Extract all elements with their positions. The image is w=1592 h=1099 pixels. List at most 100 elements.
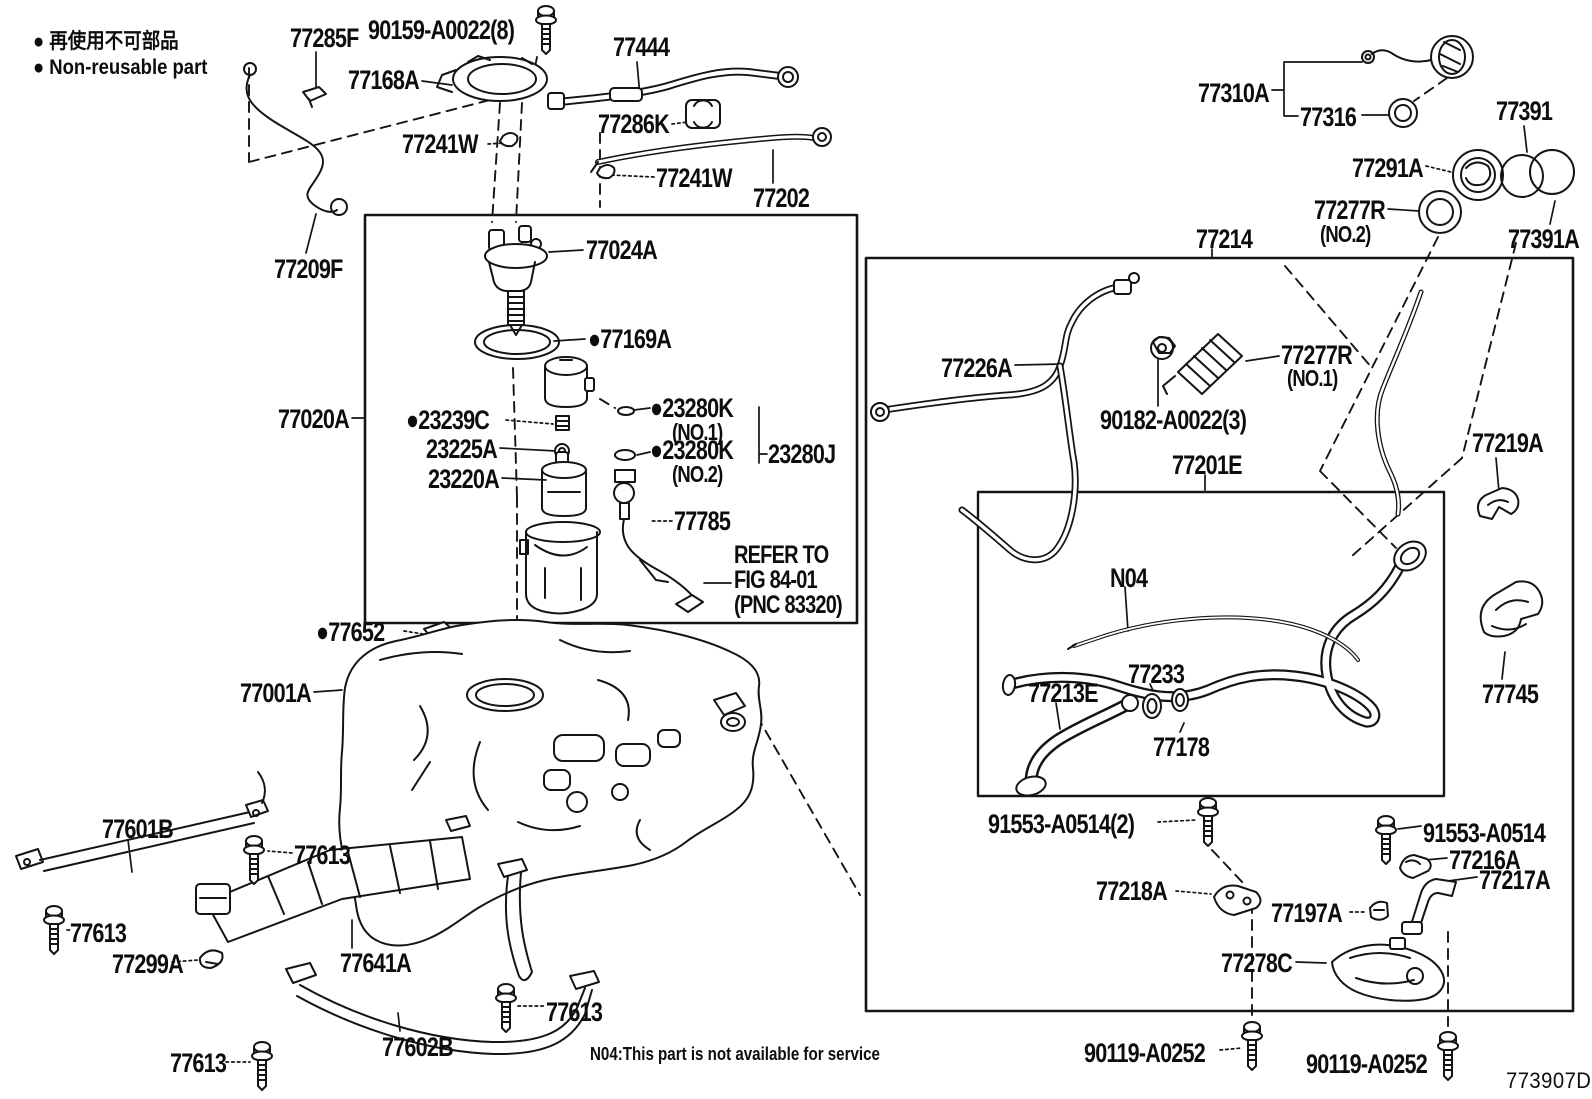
fuel-filter-body	[544, 356, 595, 408]
label-77178: 77178	[1153, 732, 1210, 762]
label-77020A: 77020A	[278, 404, 350, 434]
label-91553-A0514: 91553-A0514	[1423, 818, 1546, 848]
clips-77241w	[499, 132, 616, 180]
nut-90182-icon	[1150, 336, 1176, 360]
leader-lines	[127, 51, 1556, 1032]
orings-23280k	[614, 406, 636, 461]
label-refer-1: REFER TO	[734, 541, 829, 569]
label-77310A: 77310A	[1198, 78, 1270, 108]
ring-77233	[1142, 693, 1162, 719]
label-77285F: 77285F	[290, 23, 359, 53]
label-77209F: 77209F	[274, 254, 343, 284]
label-77278C: 77278C	[1221, 948, 1293, 978]
label-77641A: 77641A	[340, 948, 412, 978]
fuel-cap-77310a	[1361, 35, 1474, 79]
label-77169A: ●77169A	[588, 324, 672, 354]
label-77233: 77233	[1128, 659, 1185, 689]
breather-tube-77209f	[243, 62, 348, 216]
label-77277R-2: 77277R	[1314, 195, 1386, 225]
reservoir-cup	[519, 521, 601, 615]
label-23280K-2: ●23280K	[650, 435, 734, 465]
label-77291A: 77291A	[1352, 153, 1424, 183]
label-77218A: 77218A	[1096, 876, 1168, 906]
strap-77601b	[15, 771, 269, 872]
label-77202: 77202	[753, 183, 810, 213]
protector-77278c	[1331, 937, 1445, 1002]
label-77316: 77316	[1300, 102, 1357, 132]
label-23239C: ●23239C	[406, 405, 490, 435]
label-23280K-1: ●23280K	[650, 393, 734, 423]
gasket-77316	[1388, 98, 1418, 128]
shield-77641a	[195, 815, 471, 943]
label-77241W-1: 77241W	[402, 129, 478, 159]
label-90159-A0022: 90159-A0022(8)	[368, 15, 515, 45]
legend-nonreusable-en: ● Non-reusable part	[33, 56, 208, 79]
label-77219A: 77219A	[1472, 428, 1544, 458]
label-77241W-2: 77241W	[656, 163, 732, 193]
inner-assembly-box	[976, 490, 1446, 798]
diagram-code: 773907D	[1506, 1068, 1592, 1093]
label-77613-d: 77613	[546, 997, 603, 1027]
label-77444: 77444	[613, 32, 670, 62]
strap-77602b	[285, 858, 600, 1056]
filler-hose-77213e	[1015, 694, 1139, 797]
label-77613-b: 77613	[70, 918, 127, 948]
label-77214: 77214	[1196, 224, 1253, 254]
label-77391A: 77391A	[1508, 224, 1580, 254]
label-77168A: 77168A	[348, 65, 420, 95]
label-77001A: 77001A	[240, 678, 312, 708]
clip-77197a	[1369, 900, 1389, 921]
vent-tube-77226a	[870, 272, 1140, 564]
clip-77299a	[198, 949, 224, 969]
label-23220A: 23220A	[428, 464, 500, 494]
ring-77391	[1500, 154, 1544, 198]
label-77785: 77785	[674, 506, 731, 536]
label-77024A: 77024A	[586, 235, 658, 265]
fuel-pump-23220a	[541, 451, 587, 517]
label-23225A: 23225A	[426, 434, 498, 464]
label-77652: ●77652	[316, 617, 385, 647]
label-77602B: 77602B	[382, 1032, 454, 1062]
label-90119-A0252-l: 90119-A0252	[1084, 1038, 1206, 1068]
clip-77285f	[302, 86, 327, 108]
ring-77178	[1171, 688, 1189, 712]
label-refer-2: FIG 84-01	[734, 566, 818, 594]
label-77745: 77745	[1482, 679, 1539, 709]
clamp-77216a	[1399, 854, 1432, 879]
footnote: N04:This part is not available for servi…	[590, 1044, 880, 1064]
right-assembly-box	[864, 256, 1575, 1013]
fuel-tube-77202	[590, 127, 832, 173]
filler-pipe-77201e	[1001, 289, 1427, 728]
label-77213E: 77213E	[1028, 678, 1098, 708]
label-90119-A0252-r: 90119-A0252	[1306, 1049, 1428, 1079]
fuel-pump-77024a	[484, 225, 548, 336]
dotted-leader-lines	[66, 120, 1452, 1063]
regulator-23239c	[555, 415, 570, 431]
gasket-77169a	[474, 324, 560, 360]
label-77216A: 77216A	[1449, 845, 1521, 875]
label-23280K-2-no: (NO.2)	[672, 461, 723, 487]
label-77613-a: 77613	[294, 840, 351, 870]
label-77201E: 77201E	[1172, 450, 1242, 480]
fuel-hose-77444	[547, 66, 799, 110]
label-N04: N04	[1110, 563, 1148, 593]
bracket-77217a	[1401, 878, 1457, 935]
label-refer-3: (PNC 83320)	[734, 591, 843, 619]
label-77277R-1-no: (NO.1)	[1287, 365, 1338, 391]
bracket-77218a	[1213, 884, 1262, 916]
protector-77219a	[1477, 487, 1520, 520]
label-77613-c: 77613	[170, 1048, 227, 1078]
label-77277R-1: 77277R	[1281, 340, 1353, 370]
clamp-77286k	[685, 99, 721, 129]
label-23280K-1-no: (NO.1)	[672, 419, 723, 445]
breather-tube-n04	[1067, 615, 1360, 662]
hose-clamp-77277r-no1	[1162, 333, 1243, 395]
shield-77745	[1479, 580, 1544, 638]
grommet-77291a	[1452, 149, 1504, 201]
label-77277R-2-no: (NO.2)	[1320, 221, 1371, 247]
label-77197A: 77197A	[1271, 898, 1343, 928]
label-23280J: 23280J	[768, 439, 836, 469]
label-90182-A0022: 90182-A0022(3)	[1100, 405, 1247, 435]
